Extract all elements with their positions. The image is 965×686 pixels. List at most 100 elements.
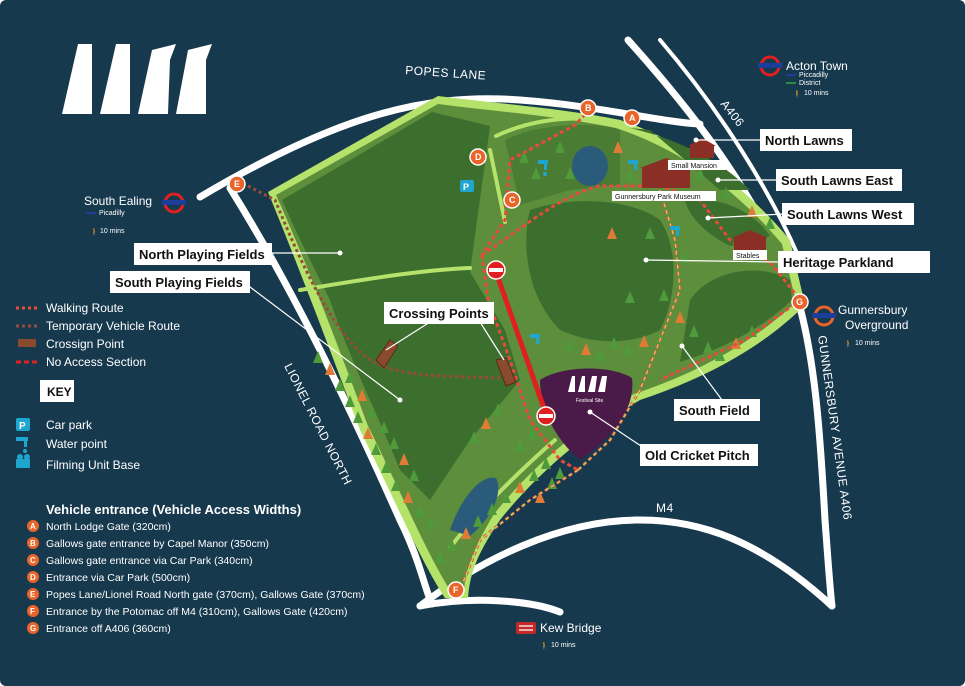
svg-text:Piccadilly: Piccadilly bbox=[799, 72, 829, 79]
svg-text:Overground: Overground bbox=[845, 318, 908, 332]
no-entry-sign-top bbox=[486, 260, 506, 280]
walking-route-light bbox=[459, 189, 681, 591]
festival-site-area bbox=[540, 368, 633, 460]
no-access-section bbox=[493, 271, 549, 415]
tree-icon bbox=[645, 227, 655, 239]
a406-road-inner bbox=[658, 38, 802, 262]
entrance-item-g: G Entrance off A406 (360cm) bbox=[27, 622, 171, 635]
zone-label-south-lawns-east: South Lawns East bbox=[776, 169, 902, 191]
station-gunnersbury: Gunnersbury Overground 🚶 10 mins bbox=[812, 303, 908, 348]
zone-label-north-playing-fields: North Playing Fields bbox=[134, 243, 272, 265]
entrance-item-letter: G bbox=[30, 624, 36, 633]
svg-text:E: E bbox=[234, 179, 240, 189]
car-park-legend-icon: P bbox=[16, 418, 30, 432]
walking-person-icon: 🚶 bbox=[90, 227, 99, 236]
svg-text:Temporary Vehicle Route: Temporary Vehicle Route bbox=[46, 319, 180, 333]
tree-icon bbox=[447, 539, 457, 551]
zone-label-south-field: South Field bbox=[674, 399, 760, 421]
svg-text:Kew Bridge: Kew Bridge bbox=[540, 621, 602, 635]
tree-icon bbox=[555, 467, 565, 479]
svg-text:South Playing Fields: South Playing Fields bbox=[115, 275, 243, 290]
svg-text:10 mins: 10 mins bbox=[551, 642, 576, 649]
tree-icon bbox=[747, 205, 757, 217]
tree-icon bbox=[345, 371, 355, 383]
tree-icon bbox=[481, 417, 491, 429]
festival-logo bbox=[62, 44, 212, 114]
vehicle-entrance-title: Vehicle entrance (Vehicle Access Widths) bbox=[46, 502, 301, 517]
tree-icon bbox=[357, 389, 367, 401]
entrance-item-text: Entrance off A406 (360cm) bbox=[46, 623, 171, 635]
water-point-legend-icon bbox=[16, 437, 28, 453]
museum-label: Gunnersbury Park Museum bbox=[612, 191, 716, 201]
tree-icon bbox=[609, 337, 619, 349]
small-mansion-label: Small Mansion bbox=[668, 160, 726, 170]
tree-icon bbox=[565, 167, 575, 179]
tree-icon bbox=[527, 427, 537, 439]
tree-icon bbox=[639, 335, 649, 347]
tree-icon bbox=[379, 421, 389, 433]
svg-text:North Playing Fields: North Playing Fields bbox=[139, 247, 265, 262]
water-point-icon-map-2 bbox=[628, 160, 638, 170]
tree-icon bbox=[519, 151, 529, 163]
tree-icon bbox=[389, 437, 399, 449]
svg-text:Stables: Stables bbox=[736, 253, 760, 260]
tree-icon bbox=[345, 395, 355, 407]
svg-text:District: District bbox=[799, 80, 820, 87]
svg-text:A: A bbox=[629, 113, 636, 123]
svg-text:Old Cricket Pitch: Old Cricket Pitch bbox=[645, 448, 750, 463]
tree-icon bbox=[461, 527, 471, 539]
tree-icon bbox=[515, 481, 525, 493]
tree-icon bbox=[353, 411, 363, 423]
svg-text:Crossign Point: Crossign Point bbox=[46, 337, 125, 351]
entrance-item-text: Entrance via Car Park (500cm) bbox=[46, 572, 190, 584]
tree-icon bbox=[555, 141, 565, 153]
entrance-item-text: Gallows gate entrance by Capel Manor (35… bbox=[46, 538, 269, 550]
svg-text:Crossing Points: Crossing Points bbox=[389, 306, 489, 321]
tree-icon bbox=[715, 349, 725, 361]
tree-icon bbox=[765, 217, 775, 229]
tree-icon bbox=[381, 461, 391, 473]
tree-icon bbox=[367, 405, 377, 417]
tree-icon bbox=[399, 453, 409, 465]
popes-lane-label: POPES LANE bbox=[405, 63, 487, 83]
svg-text:No Access Section: No Access Section bbox=[46, 355, 146, 369]
tree-icon bbox=[535, 491, 545, 503]
tree-icon bbox=[403, 491, 413, 503]
svg-text:10 mins: 10 mins bbox=[804, 90, 829, 97]
svg-text:C: C bbox=[509, 195, 516, 205]
gate-e: E bbox=[228, 175, 246, 193]
zone-north-lawns bbox=[630, 128, 750, 190]
tree-icon bbox=[531, 167, 541, 179]
filming-unit-legend-icon bbox=[16, 454, 30, 468]
label-leader-lines bbox=[245, 139, 785, 449]
zone-south-field bbox=[680, 270, 792, 362]
gate-d: D bbox=[469, 148, 487, 166]
zone-label-old-cricket-pitch: Old Cricket Pitch bbox=[640, 444, 758, 466]
tree-icon bbox=[695, 167, 705, 179]
entrance-item-text: Gallows gate entrance via Car Park (340c… bbox=[46, 555, 253, 567]
walking-person-icon: 🚶 bbox=[793, 89, 802, 98]
tree-icon bbox=[335, 379, 345, 391]
zone-label-north-lawns: North Lawns bbox=[760, 129, 852, 151]
svg-text:Small Mansion: Small Mansion bbox=[671, 163, 717, 170]
svg-text:South Lawns East: South Lawns East bbox=[781, 173, 894, 188]
bottom-road bbox=[416, 596, 564, 616]
entrance-item-letter: E bbox=[30, 590, 36, 599]
roads bbox=[196, 36, 836, 616]
car-park-icon: P bbox=[460, 180, 474, 192]
walking-person-icon: 🚶 bbox=[844, 339, 853, 348]
temporary-vehicle-route bbox=[247, 184, 501, 380]
entrance-item-text: Popes Lane/Lionel Road North gate (370cm… bbox=[46, 589, 365, 601]
tree-icon bbox=[607, 227, 617, 239]
festival-site-label: Festival Site bbox=[576, 398, 603, 404]
tree-icon bbox=[435, 551, 445, 563]
water-point-icon-map-4 bbox=[530, 334, 540, 344]
tree-icon bbox=[529, 469, 539, 481]
tree-icon bbox=[313, 351, 323, 363]
entrance-item-letter: B bbox=[30, 539, 36, 548]
tree-icon bbox=[581, 343, 591, 355]
gate-b: B bbox=[579, 99, 597, 117]
m4-label: M4 bbox=[656, 501, 674, 515]
